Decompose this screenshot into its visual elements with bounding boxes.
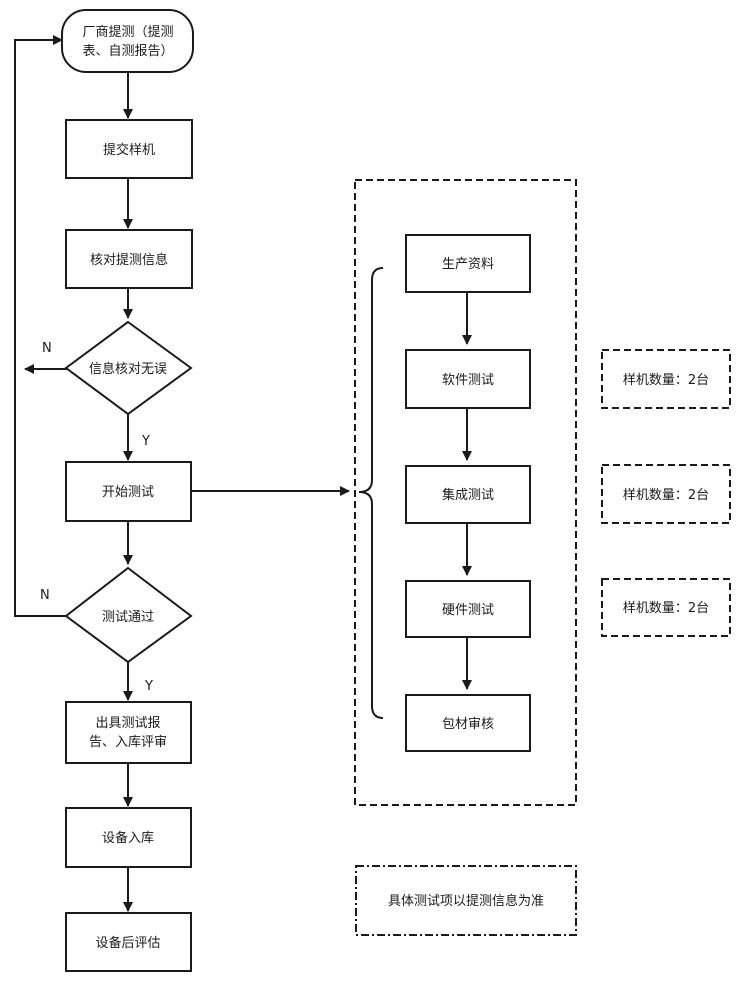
info-ok-decision: 信息核对无误: [64, 320, 193, 416]
integration-sample-count: 样机数量：2台: [601, 464, 731, 524]
hardware-sample-count: 样机数量：2台: [601, 578, 731, 637]
start-node-line1: 厂商提测（提测: [82, 24, 173, 40]
info-no-label: N: [42, 341, 52, 356]
integration-test-node: 集成测试: [405, 465, 531, 524]
software-test-label: 软件测试: [442, 373, 494, 388]
report-line2: 告、入库评审: [89, 734, 167, 750]
info-yes-label: Y: [141, 434, 150, 449]
report-line1: 出具测试报: [95, 716, 160, 731]
post-eval-node: 设备后评估: [65, 912, 192, 972]
start-test-label: 开始测试: [102, 485, 154, 500]
test-pass-label: 测试通过: [102, 610, 154, 625]
integration-sample-count-label: 样机数量：2台: [623, 488, 709, 503]
test-no-label: N: [40, 588, 50, 603]
start-test-node: 开始测试: [65, 461, 192, 522]
software-sample-count: 样机数量：2台: [601, 349, 731, 409]
start-node: 厂商提测（提测 表、自测报告）: [61, 9, 194, 73]
software-sample-count-label: 样机数量：2台: [623, 373, 709, 388]
test-items-container: [354, 179, 577, 806]
submit-sample-label: 提交样机: [103, 142, 155, 158]
test-pass-decision: 测试通过: [64, 566, 193, 664]
arrow-pass-no-loop: [14, 35, 67, 617]
packaging-review-label: 包材审核: [442, 717, 494, 732]
test-scope-note-label: 具体测试项以提测信息为准: [388, 893, 544, 909]
hardware-test-label: 硬件测试: [442, 603, 494, 618]
report-node: 出具测试报 告、入库评审: [65, 701, 192, 764]
submit-sample-node: 提交样机: [65, 119, 193, 179]
verify-info-node: 核对提测信息: [65, 229, 193, 289]
hardware-test-node: 硬件测试: [405, 580, 531, 638]
production-docs-label: 生产资料: [442, 257, 494, 272]
test-yes-label: Y: [144, 679, 153, 694]
warehouse-node: 设备入库: [65, 807, 192, 868]
software-test-node: 软件测试: [405, 349, 531, 409]
test-items-brace: [358, 267, 384, 719]
info-ok-label: 信息核对无误: [89, 361, 167, 377]
start-node-line2: 表、自测报告）: [82, 44, 173, 59]
verify-info-label: 核对提测信息: [90, 252, 168, 268]
integration-test-label: 集成测试: [442, 487, 494, 503]
post-eval-label: 设备后评估: [95, 935, 160, 951]
warehouse-label: 设备入库: [102, 830, 154, 846]
packaging-review-node: 包材审核: [405, 694, 531, 752]
hardware-sample-count-label: 样机数量：2台: [623, 601, 709, 616]
production-docs-node: 生产资料: [405, 234, 531, 293]
test-scope-note: 具体测试项以提测信息为准: [355, 865, 577, 936]
